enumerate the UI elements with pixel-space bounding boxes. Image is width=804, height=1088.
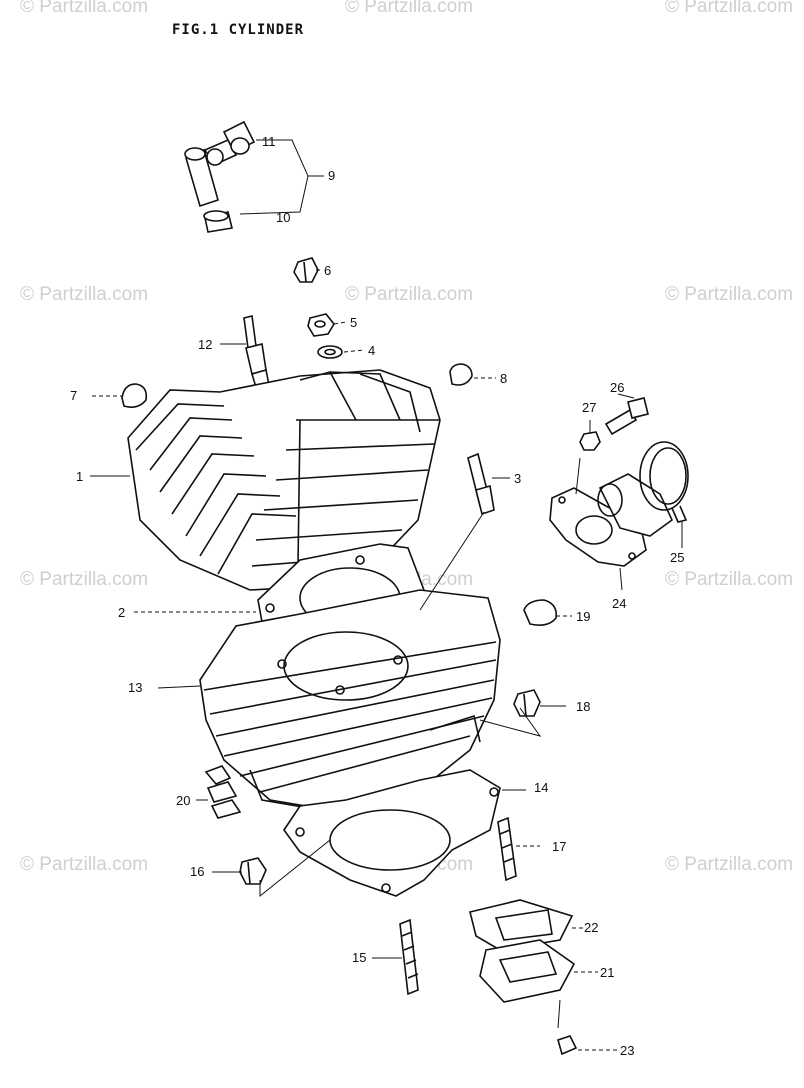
callout-22: 22 (584, 920, 598, 935)
watermark: © Partzilla.com (665, 569, 793, 590)
reed-valve-22 (469, 899, 574, 951)
plug-cap-assembly (184, 120, 256, 233)
callout-3: 3 (514, 471, 521, 486)
callout-labels: 11 9 10 6 5 4 12 8 7 26 27 1 3 25 24 2 1… (70, 134, 684, 1058)
stud-3 (467, 452, 495, 516)
watermark: © Partzilla.com (20, 0, 148, 17)
nut-27 (579, 431, 601, 451)
callout-9: 9 (328, 168, 335, 183)
callout-11: 11 (262, 134, 276, 149)
leader-lines (90, 139, 683, 1051)
callout-8: 8 (500, 371, 507, 386)
watermark: © Partzilla.com (20, 854, 148, 875)
callout-2: 2 (118, 605, 125, 620)
callout-25: 25 (670, 550, 684, 565)
callout-18: 18 (576, 699, 590, 714)
washer-4 (317, 345, 343, 359)
callout-23: 23 (620, 1043, 634, 1058)
cylinder-head (127, 369, 441, 591)
callout-13: 13 (128, 680, 142, 695)
callout-19: 19 (576, 609, 590, 624)
callout-27: 27 (582, 400, 596, 415)
cylinder-block (199, 589, 501, 813)
reed-valve-21 (479, 939, 576, 1003)
callout-6: 6 (324, 263, 331, 278)
stud-17 (497, 816, 517, 882)
callout-14: 14 (534, 780, 548, 795)
damper-20 (204, 765, 242, 819)
base-gasket (283, 769, 501, 897)
watermark: © Partzilla.com (665, 0, 793, 17)
callout-1: 1 (76, 469, 83, 484)
callout-17: 17 (552, 839, 566, 854)
watermark: © Partzilla.com (665, 854, 793, 875)
watermark: © Partzilla.com (665, 284, 793, 305)
callout-5: 5 (350, 315, 357, 330)
nut-16 (239, 857, 267, 885)
bolt-26 (604, 397, 649, 436)
watermark: © Partzilla.com (345, 284, 473, 305)
callout-20: 20 (176, 793, 190, 808)
callout-10: 10 (276, 210, 290, 225)
hose-clamp-25 (639, 441, 689, 523)
nut-18 (513, 689, 541, 717)
callout-7: 7 (70, 388, 77, 403)
callout-21: 21 (600, 965, 614, 980)
figure-title: FIG.1 CYLINDER (172, 22, 305, 38)
stud-15 (399, 918, 419, 996)
cap-8 (449, 363, 473, 386)
callout-4: 4 (368, 343, 375, 358)
nut-5 (307, 313, 335, 337)
intake-pipe (597, 473, 674, 537)
callout-15: 15 (352, 950, 366, 965)
watermark: © Partzilla.com (20, 284, 148, 305)
cap-19 (523, 599, 558, 626)
cap-7 (121, 383, 148, 408)
callout-12: 12 (198, 337, 212, 352)
nut-6 (293, 257, 319, 283)
watermark: © Partzilla.com (20, 569, 148, 590)
screw-23 (557, 1035, 578, 1056)
intake-flange-24 (549, 487, 647, 567)
callout-26: 26 (610, 380, 624, 395)
watermark: © Partzilla.com (345, 0, 473, 17)
callout-16: 16 (190, 864, 204, 879)
callout-24: 24 (612, 596, 626, 611)
